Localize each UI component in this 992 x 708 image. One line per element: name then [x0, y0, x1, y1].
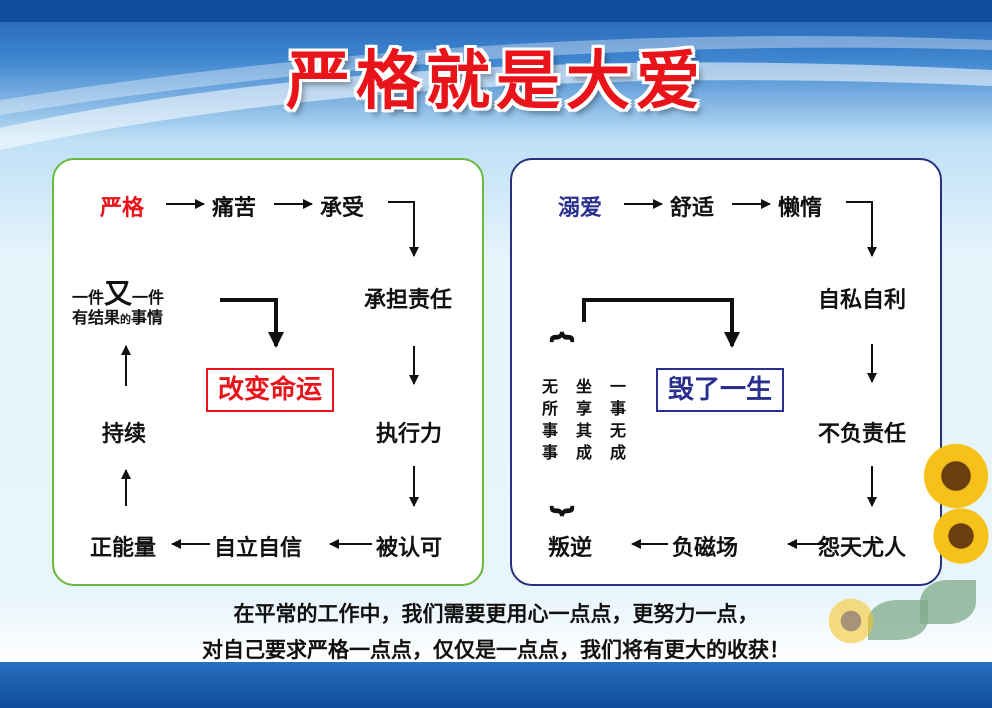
- loop-text-part: 有结果: [72, 308, 121, 327]
- bottom-caption-line2: 对自己要求严格一点点，仅仅是一点点，我们将有更大的收获！: [202, 638, 790, 662]
- page-title: 严格就是大爱: [286, 45, 706, 119]
- leaf-decoration: [920, 580, 976, 624]
- strict-flow-panel: 严格 痛苦 承受 承担责任 执行力 被认可 自立自信 正能量 持续 一件又一件 …: [52, 158, 484, 586]
- header-swoosh: [0, 36, 992, 150]
- loop-text-part: 一件: [132, 288, 165, 307]
- node-comfort: 舒适: [670, 196, 715, 221]
- loop-text-line1: 一件又一件: [72, 272, 164, 312]
- spoil-flow-arrows: [582, 199, 877, 549]
- change-fate-box: 改变命运: [206, 368, 335, 412]
- loop-text-line2: 有结果的事情: [72, 304, 163, 328]
- sunflower-icon: [930, 505, 992, 567]
- node-responsibility: 承担责任: [364, 288, 453, 313]
- node-execution: 执行力: [376, 422, 443, 447]
- ruin-life-box: 毁了一生: [656, 368, 785, 412]
- node-blame: 怨天尤人: [818, 536, 907, 561]
- sunflower-icon: [826, 596, 876, 646]
- bottom-brace: ⏟: [550, 467, 574, 513]
- node-selfish: 自私自利: [818, 288, 907, 313]
- strict-flow-arrows: [121, 199, 419, 549]
- leaf-decoration: [868, 600, 928, 640]
- node-recognized: 被认可: [376, 536, 443, 561]
- phrase-column-1: 无所事事: [541, 377, 558, 462]
- loop-text-small: 的: [120, 313, 132, 326]
- sunflower-icon: [920, 440, 992, 512]
- node-negative-field: 负磁场: [672, 536, 739, 561]
- spoil-flow-panel: 溺爱 舒适 懒惰 自私自利 不负责任 怨天尤人 负磁场 叛逆 ⏞ 无所事事 坐享…: [510, 158, 942, 586]
- node-bear: 承受: [320, 196, 365, 221]
- node-lazy: 懒惰: [778, 196, 823, 221]
- node-self-reliance: 自立自信: [214, 536, 303, 561]
- bottom-band: [0, 662, 992, 708]
- phrase-column-3: 一事无成: [609, 377, 626, 462]
- node-pain: 痛苦: [212, 196, 257, 221]
- phrase-column-2: 坐享其成: [575, 377, 592, 462]
- node-persist: 持续: [102, 422, 147, 447]
- node-strict: 严格: [100, 196, 145, 221]
- node-rebel: 叛逆: [548, 536, 593, 561]
- loop-text-part: 一件: [72, 288, 105, 307]
- node-irresponsible: 不负责任: [818, 422, 907, 447]
- top-brace: ⏞: [550, 333, 574, 379]
- loop-text-part: 事情: [131, 308, 164, 327]
- node-positive-energy: 正能量: [90, 536, 157, 561]
- top-band: [0, 0, 992, 22]
- bottom-caption-line1: 在平常的工作中，我们需要更用心一点点，更努力一点，: [233, 602, 759, 626]
- loop-text-emphasis: 又: [104, 277, 133, 310]
- node-spoil: 溺爱: [558, 196, 603, 221]
